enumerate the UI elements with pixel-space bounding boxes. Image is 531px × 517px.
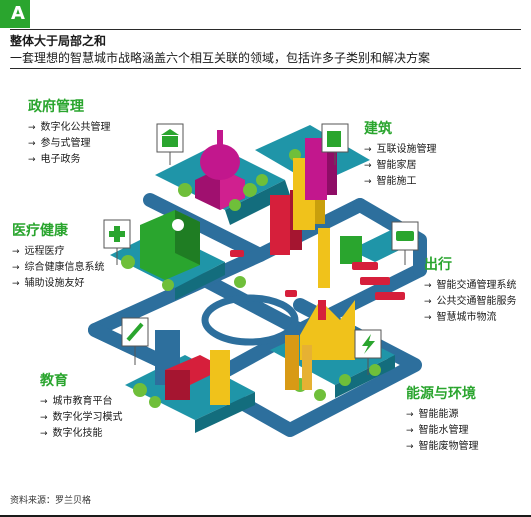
pencil-icon xyxy=(126,322,144,342)
section-letter: A xyxy=(11,3,25,24)
building-icon xyxy=(327,131,341,147)
category-government: 政府管理 数字化公共管理 参与式管理 电子政务 xyxy=(28,96,111,168)
school-building xyxy=(155,330,230,405)
category-title: 出行 xyxy=(424,257,452,273)
category-item: 数字化公共管理 xyxy=(28,120,111,136)
category-education: 教育 城市教育平台 数字化学习模式 数字化技能 xyxy=(40,370,123,442)
page-title: 整体大于局部之和 xyxy=(10,34,107,48)
category-item: 远程医疗 xyxy=(12,244,105,260)
category-title: 医疗健康 xyxy=(12,223,68,239)
category-item: 智能交通管理系统 xyxy=(424,278,517,294)
header-rule-top xyxy=(10,29,521,30)
category-energy: 能源与环境 智能能源 智能水管理 智能废物管理 xyxy=(406,383,479,455)
category-item: 互联设施管理 xyxy=(364,142,437,158)
category-item: 综合健康信息系统 xyxy=(12,260,105,276)
category-item: 参与式管理 xyxy=(28,136,111,152)
category-item: 智能家居 xyxy=(364,158,437,174)
category-title: 能源与环境 xyxy=(406,386,476,402)
category-item: 电子政务 xyxy=(28,152,111,168)
category-item: 公共交通智能服务 xyxy=(424,294,517,310)
hospital-building xyxy=(140,210,200,280)
roundabout xyxy=(201,294,299,346)
page-subtitle: 一套理想的智慧城市战略涵盖六个相互关联的领域，包括许多子类别和解决方案 xyxy=(10,51,431,65)
category-item: 数字化技能 xyxy=(40,426,123,442)
bottom-rule xyxy=(0,515,531,517)
category-item: 城市教育平台 xyxy=(40,394,123,410)
category-health: 医疗健康 远程医疗 综合健康信息系统 辅助设施友好 xyxy=(12,220,105,292)
category-title: 建筑 xyxy=(364,121,392,137)
building-towers xyxy=(270,135,362,288)
category-item: 智能水管理 xyxy=(406,423,479,439)
category-item: 智能能源 xyxy=(406,407,479,423)
category-mobility: 出行 智能交通管理系统 公共交通智能服务 智慧城市物流 xyxy=(424,254,517,326)
header-rule-bottom xyxy=(10,68,521,69)
category-item: 辅助设施友好 xyxy=(12,276,105,292)
factory-building xyxy=(285,300,355,390)
category-item: 智能废物管理 xyxy=(406,439,479,455)
government-building xyxy=(195,130,245,210)
category-item: 数字化学习模式 xyxy=(40,410,123,426)
category-title: 政府管理 xyxy=(28,99,84,115)
medical-cross-icon xyxy=(109,226,125,242)
bus-icon xyxy=(396,231,414,241)
section-letter-badge xyxy=(0,0,30,28)
category-item: 智慧城市物流 xyxy=(424,310,517,326)
source-note: 资料来源：罗兰贝格 xyxy=(10,496,92,506)
buses xyxy=(230,250,405,300)
government-building-icon xyxy=(161,129,179,147)
category-item: 智能施工 xyxy=(364,174,437,190)
category-building: 建筑 互联设施管理 智能家居 智能施工 xyxy=(364,118,437,190)
category-title: 教育 xyxy=(40,373,68,389)
energy-bolt-icon xyxy=(362,334,375,354)
